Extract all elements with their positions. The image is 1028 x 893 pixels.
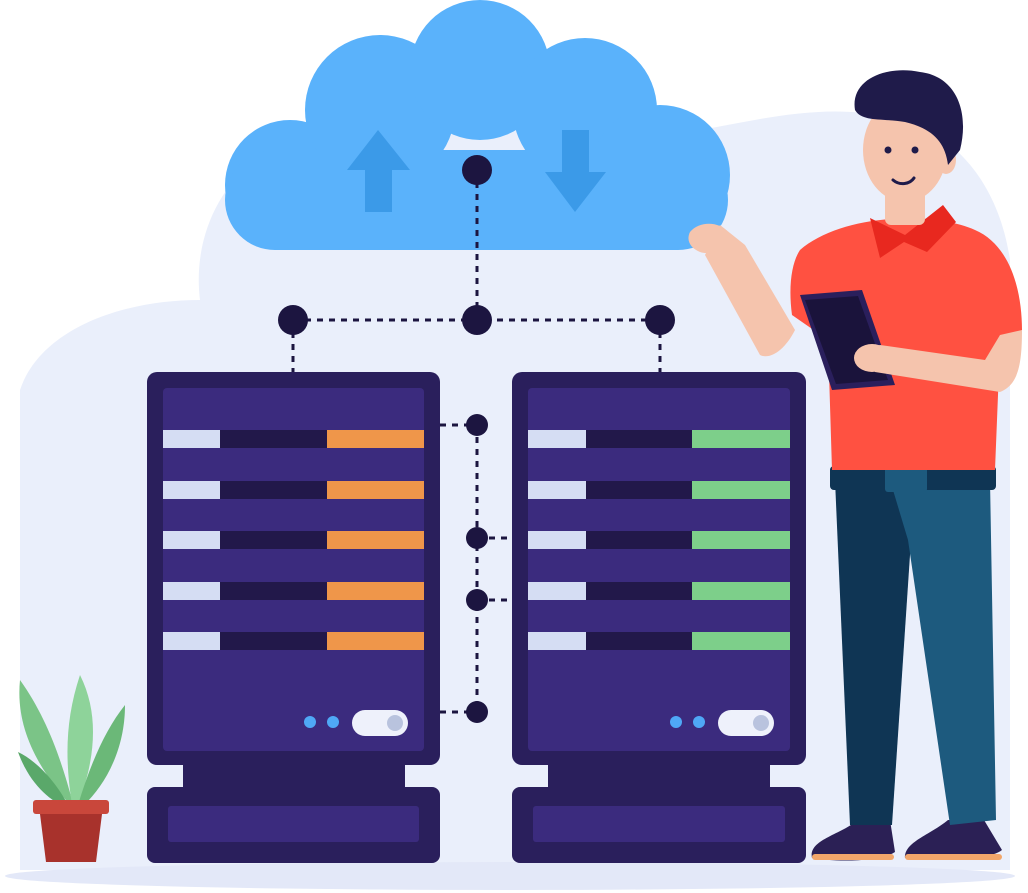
cloud-icon: [225, 0, 730, 250]
server-neck: [548, 765, 770, 787]
upload-arrow-icon: [347, 130, 410, 212]
server-rack-right: [512, 372, 806, 863]
server-slot: [528, 531, 790, 549]
shirt: [790, 218, 1022, 470]
status-led: [327, 716, 339, 728]
server-slot: [163, 481, 424, 499]
pants-left-leg: [835, 480, 915, 825]
server-slot: [163, 582, 424, 600]
network-nodes: [278, 155, 675, 723]
floor-strip: [5, 862, 1015, 890]
pants-right-leg: [890, 480, 996, 825]
shoe: [811, 820, 895, 861]
server-neck: [183, 765, 405, 787]
server-slot: [528, 582, 790, 600]
server-slot: [528, 430, 790, 448]
status-led: [670, 716, 682, 728]
network-node: [466, 589, 488, 611]
server-slot: [528, 481, 790, 499]
network-node: [466, 527, 488, 549]
pot: [40, 814, 102, 862]
server-slot: [163, 632, 424, 650]
arm-holding: [868, 330, 1022, 392]
network-node: [466, 701, 488, 723]
arm-raised: [705, 225, 795, 357]
shoe: [904, 820, 1002, 860]
server-slot: [163, 430, 424, 448]
server-slot: [163, 531, 424, 549]
network-node: [462, 305, 492, 335]
network-node: [462, 155, 492, 185]
status-led: [693, 716, 705, 728]
network-node: [278, 305, 308, 335]
network-node: [645, 305, 675, 335]
collar: [870, 205, 956, 258]
pot-rim: [33, 800, 109, 814]
potted-plant-icon: [18, 675, 125, 862]
network-node: [466, 414, 488, 436]
server-rack-left: [147, 372, 440, 863]
download-arrow-icon: [545, 130, 606, 212]
hair: [854, 70, 964, 165]
status-led: [304, 716, 316, 728]
server-slot: [528, 632, 790, 650]
person-admin: [688, 70, 1022, 861]
